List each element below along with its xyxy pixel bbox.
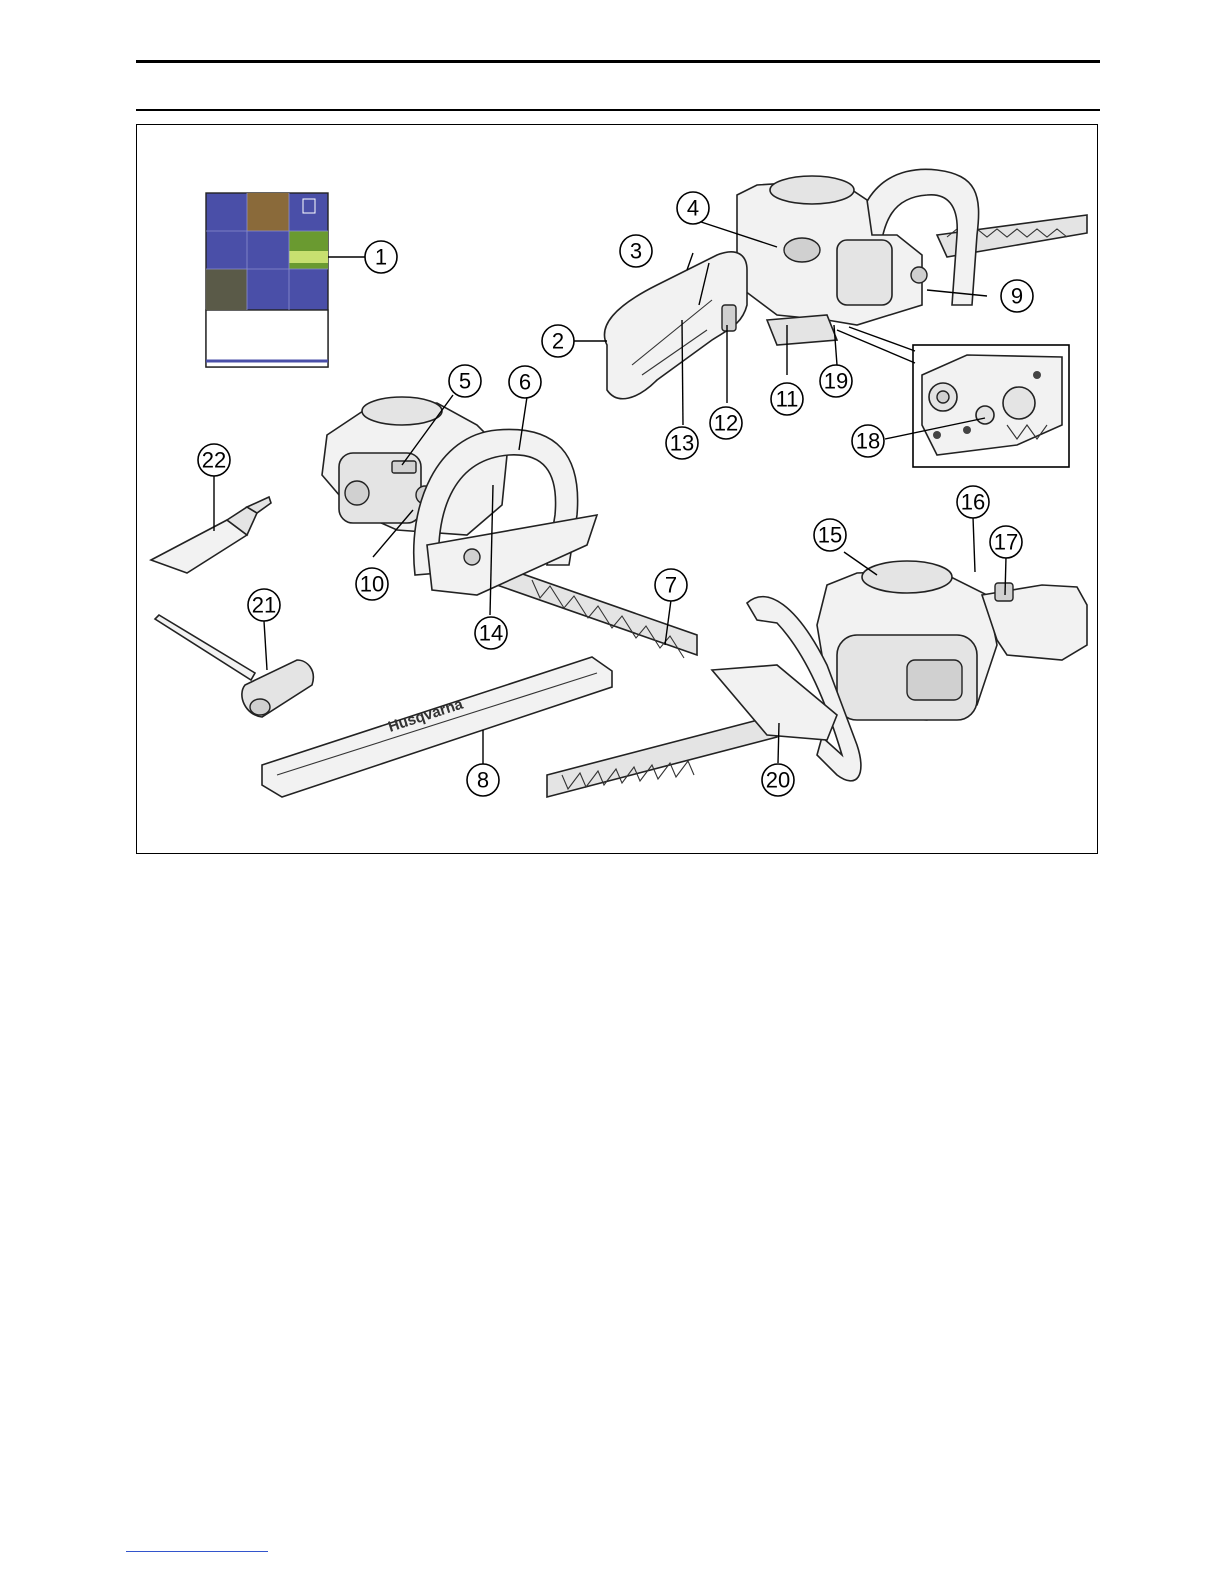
callout-18: 18 — [852, 425, 884, 457]
callout-19: 19 — [820, 365, 852, 397]
callout-6: 6 — [509, 366, 541, 398]
header-rule-bottom — [136, 109, 1100, 111]
parts-overview-figure: Husqvarna 1 2 3 4 5 6 7 8 9 10 11 12 13 … — [136, 124, 1098, 854]
callout-11: 11 — [771, 383, 803, 415]
callout-label: 14 — [479, 621, 503, 646]
callout-15: 15 — [814, 519, 846, 551]
callout-20: 20 — [762, 764, 794, 796]
callout-label: 11 — [776, 387, 799, 412]
parts-diagram-svg: Husqvarna 1 2 3 4 5 6 7 8 9 10 11 12 13 … — [137, 125, 1099, 855]
callout-label: 2 — [552, 329, 564, 354]
callout-label: 6 — [519, 370, 531, 395]
callout-9: 9 — [1001, 280, 1033, 312]
callout-14: 14 — [475, 617, 507, 649]
callout-label: 10 — [360, 572, 384, 597]
callout-12: 12 — [710, 407, 742, 439]
footer-link-underline[interactable] — [126, 1551, 268, 1552]
callout-3: 3 — [620, 235, 652, 267]
callout-22: 22 — [198, 444, 230, 476]
callout-4: 4 — [677, 192, 709, 224]
callout-label: 13 — [670, 431, 694, 456]
callout-label: 5 — [459, 369, 471, 394]
callout-label: 9 — [1011, 284, 1023, 309]
callout-label: 19 — [824, 369, 848, 394]
grease-tube — [151, 497, 271, 573]
callout-label: 22 — [202, 448, 226, 473]
callout-1: 1 — [365, 241, 397, 273]
callout-label: 1 — [375, 245, 387, 270]
callout-2: 2 — [542, 325, 574, 357]
callout-17: 17 — [990, 526, 1022, 558]
callout-label: 16 — [961, 490, 985, 515]
callout-label: 21 — [252, 593, 276, 618]
hedge-trimmer-front-view — [322, 397, 697, 658]
callout-label: 3 — [630, 239, 642, 264]
callout-label: 7 — [665, 573, 677, 598]
callout-label: 17 — [994, 530, 1018, 555]
callout-7: 7 — [655, 569, 687, 601]
callout-label: 20 — [766, 768, 790, 793]
operators-manual — [206, 193, 328, 367]
hedge-trimmer-side-view — [547, 561, 1087, 797]
combination-wrench — [155, 615, 313, 717]
header-rule-top — [136, 60, 1100, 63]
callout-16: 16 — [957, 486, 989, 518]
callout-13: 13 — [666, 427, 698, 459]
callout-10: 10 — [356, 568, 388, 600]
callout-21: 21 — [248, 589, 280, 621]
callout-8: 8 — [467, 764, 499, 796]
callout-label: 15 — [818, 523, 842, 548]
inset-detail — [913, 345, 1069, 467]
callout-label: 4 — [687, 196, 699, 221]
callout-5: 5 — [449, 365, 481, 397]
callout-label: 8 — [477, 768, 489, 793]
callout-label: 12 — [714, 411, 738, 436]
callout-label: 18 — [856, 429, 880, 454]
